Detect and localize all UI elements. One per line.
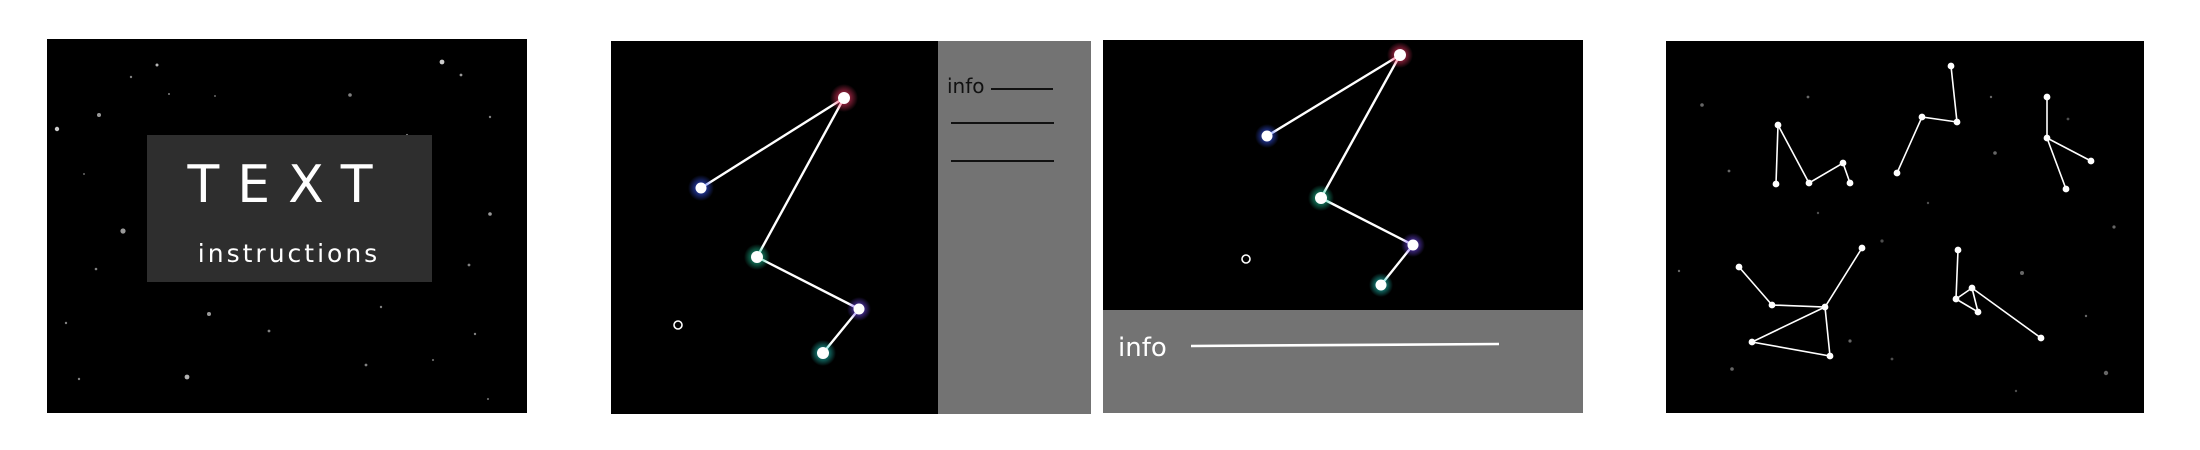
constellation-2[interactable] [1893,62,1961,177]
info-sidebar [938,41,1091,414]
constellation-5[interactable] [1952,246,2045,342]
constellation-1[interactable] [1772,121,1854,188]
constellation-side-info-panel: info [611,41,1091,414]
info-label: info [947,74,985,98]
constellation-bottom-canvas: info [1103,42,1583,413]
constellation-3[interactable] [2043,93,2095,193]
constellation-bottom-info-panel: info [1103,40,1583,413]
star-violet[interactable] [847,297,871,321]
cursor-ring-icon [673,320,683,330]
constellation-4[interactable] [1735,244,1866,360]
star-blue[interactable] [688,175,714,201]
info-label: info [1118,333,1167,363]
title-screen-canvas: TEXT instructions [54,59,492,401]
info-text-placeholder-lines [951,88,1054,162]
star-red[interactable] [1387,42,1413,68]
title-text: TEXT [186,155,390,215]
info-bottom-bar [1103,310,1583,413]
star-blue[interactable] [1255,124,1279,148]
title-screen-panel: TEXT instructions [47,39,527,413]
cursor-ring-icon [1241,254,1251,264]
background-stars [54,59,492,401]
star-green[interactable] [1308,185,1334,211]
instructions-text: instructions [198,239,380,268]
star-cyan[interactable] [1369,273,1393,297]
star-cyan[interactable] [810,340,836,366]
info-text-placeholder-line [1190,342,1500,348]
constellation-lines [700,96,860,354]
title-box [147,135,432,282]
star-green[interactable] [744,244,770,270]
constellation-lines [1266,53,1414,286]
background-stars [1677,95,2116,393]
star-violet[interactable] [1401,233,1425,257]
constellation-side-canvas: info [673,41,1091,414]
star-red[interactable] [830,84,858,112]
constellation-overview-canvas [1677,62,2116,393]
constellation-overview-panel [1666,41,2144,413]
